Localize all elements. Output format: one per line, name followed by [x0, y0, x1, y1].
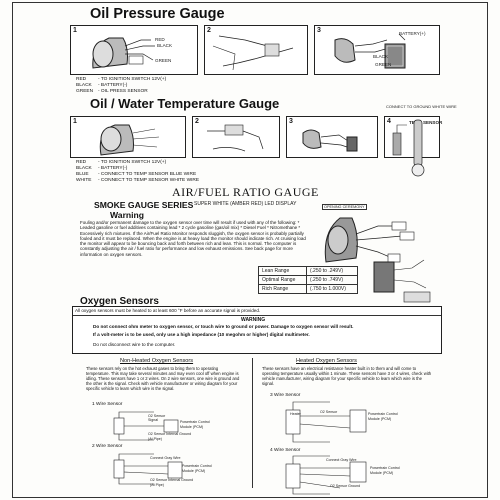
- voltage-range-table: Lean Range(.250 to .249V) Optimal Range(…: [258, 266, 358, 294]
- one-wire-sensor-diagram: [113, 411, 179, 441]
- two-wire-sensor-label: 2 Wire Sensor: [92, 444, 123, 449]
- temp-sensor-illustration: [392, 124, 407, 156]
- connect-ground-label: CONNECT TO GROUND WHITE WIRE: [386, 104, 457, 109]
- four-wire-sensor-label: 4 Wire Sensor: [270, 448, 301, 453]
- oxygen-warning-box: All oxygen sensors must be heated to at …: [72, 306, 442, 354]
- four-wire-sensor-diagram: [285, 455, 367, 495]
- panel-number: 2: [195, 118, 199, 125]
- o2-sensor-label: O2 Sensor: [148, 414, 166, 418]
- pcm-label: Powertrain Control Module (PCM): [180, 420, 210, 430]
- warning-body: Fouling and/or permanent damage to the o…: [80, 220, 306, 257]
- connect-gray-label: Connect Gray Wire: [150, 456, 181, 460]
- pcm-label: Powertrain Control Module (PCM): [182, 464, 212, 474]
- panel-number: 3: [289, 118, 293, 125]
- heater-label: Heater: [290, 412, 301, 416]
- page-frame: [12, 2, 488, 498]
- panel-number: 4: [387, 118, 391, 125]
- wire-routing-illustration: [207, 124, 264, 152]
- temp-sensor-probe-icon: [411, 119, 425, 177]
- two-wire-sensor-diagram: [113, 453, 183, 485]
- label-black: BLACK: [157, 43, 173, 48]
- range-row: Optimal Range(.250 to .749V): [258, 275, 358, 285]
- oil-pressure-panel-2: 2: [204, 25, 308, 75]
- oil-pressure-wire-row: GREEN- OIL PRESS SENSOR: [76, 89, 148, 94]
- pcm-label: Powertrain Control Module (PCM): [368, 412, 398, 422]
- temp-panel-3: 3: [286, 116, 378, 158]
- oil-water-temp-title: Oil / Water Temperature Gauge: [90, 96, 280, 111]
- connect-gray-label: Connect Gray Wire: [326, 458, 357, 462]
- temp-panel-2: 2: [192, 116, 280, 158]
- panel-number: 1: [73, 118, 77, 125]
- non-heated-title: Non-Heated Oxygen Sensors: [120, 358, 194, 364]
- heated-text: These sensors have an electrical resista…: [262, 366, 432, 386]
- air-fuel-title: AIR/FUEL RATIO GAUGE: [172, 185, 319, 199]
- signal-label: Signal: [148, 418, 158, 422]
- warning-heading: Warning: [110, 210, 145, 220]
- oxygen-sensors-title: Oxygen Sensors: [80, 296, 159, 307]
- heated-title: Heated Oxygen Sensors: [296, 358, 357, 364]
- oil-pressure-panel-3: 3 BATTERY(+) BLACK GREEN: [314, 25, 440, 75]
- oxygen-intro: All oxygen sensors must be heated to at …: [75, 308, 261, 313]
- temp-sensor-label: TEMP SENSOR: [409, 120, 443, 125]
- one-wire-sensor-label: 1 Wire Sensor: [92, 402, 123, 407]
- gauge-wiring-illustration: [92, 37, 155, 69]
- temp-wire-row: BLUE- CONNECT TO TEMP SENSOR BLUE WIRE: [76, 172, 197, 177]
- three-wire-sensor-label: 3 Wire Sensor: [270, 393, 301, 398]
- panel-number: 2: [207, 27, 211, 34]
- warning-line: If a volt-meter is to be used, only use …: [93, 332, 310, 337]
- gauge-wiring-illustration: [99, 124, 160, 156]
- pcm-label: Powertrain Control Module (PCM): [370, 466, 400, 476]
- label-green: GREEN: [155, 58, 172, 63]
- sensor-mount-diagram: [373, 259, 431, 303]
- o2-ground-label: O2 Sensor Ground: [330, 484, 361, 488]
- series-subtitle: SUPER WHITE (AMBER RED) LED DISPLAY: [194, 201, 297, 207]
- warning-line: Do not disconnect wire to the computer.: [93, 342, 176, 347]
- temp-wire-row: RED- TO IGNITION SWITCH 12V(+): [76, 160, 167, 165]
- three-wire-sensor-diagram: [285, 401, 367, 443]
- warning-label: WARNING: [241, 317, 266, 323]
- opening-ceremony-tag: OPENING CEREMONY: [322, 204, 367, 210]
- label-black: BLACK: [373, 54, 389, 59]
- ground-label: O2 Sensor Internal Ground (At Pipe): [150, 478, 194, 488]
- range-row: Lean Range(.250 to .249V): [258, 266, 358, 276]
- temp-wire-row: BLACK- BATTERY(-): [76, 166, 128, 171]
- oil-pressure-wire-row: RED- TO IGNITION SWITCH 12V(+): [76, 77, 167, 82]
- oil-pressure-title: Oil Pressure Gauge: [90, 6, 225, 22]
- ground-label: O2 Sensor Internal Ground (At Pipe): [148, 432, 192, 442]
- range-row: Rich Range(.750 to 1.000V): [258, 284, 358, 294]
- smoke-gauge-series-title: SMOKE GAUGE SERIES: [94, 200, 194, 210]
- temp-panel-1: 1: [70, 116, 186, 158]
- panel-number: 3: [317, 27, 321, 34]
- sensor-connection-illustration: [302, 129, 358, 152]
- warning-line: Do not connect ohm meter to oxygen senso…: [93, 324, 354, 329]
- wire-routing-illustration: [212, 35, 294, 71]
- non-heated-text: These sensors rely on the hot exhaust ga…: [86, 366, 240, 391]
- oil-pressure-wire-row: BLACK- BATTERY(-): [76, 83, 128, 88]
- label-red: RED: [155, 37, 165, 42]
- air-fuel-gauge-diagram: [324, 217, 415, 263]
- label-green: GREEN: [375, 62, 392, 67]
- o2-sensor-label: O2 Sensor: [320, 410, 338, 414]
- temp-panel-4: 4 TEMP SENSOR: [384, 116, 443, 158]
- panel-number: 1: [73, 27, 77, 34]
- label-battery: BATTERY(+): [399, 31, 426, 36]
- sensor-install-illustration: [334, 33, 406, 69]
- oil-pressure-panel-1: 1 RED BLACK GREEN: [70, 25, 198, 75]
- temp-wire-row: WHITE- CONNECT TO TEMP SENSOR WHITE WIRE: [76, 178, 200, 183]
